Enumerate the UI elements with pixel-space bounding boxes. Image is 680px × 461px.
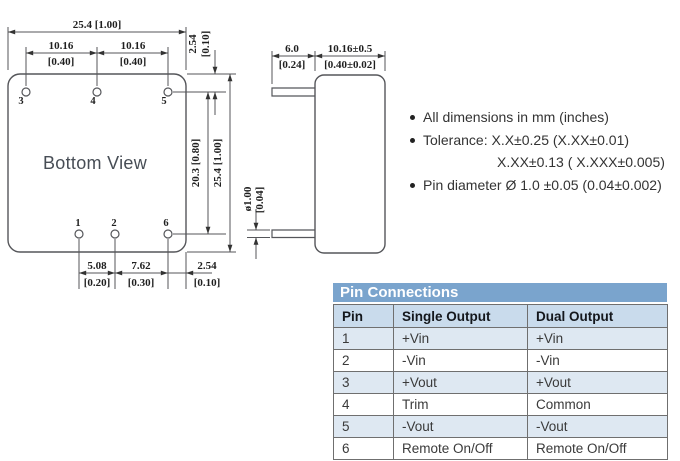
dim-pitch-b-mm: 10.16	[121, 40, 146, 52]
dimension-lines	[7, 27, 236, 289]
pin-label-5: 5	[161, 96, 166, 107]
dim-pin-len-mm: 6.0	[285, 43, 299, 55]
table-row: 2 -Vin -Vin	[333, 349, 668, 372]
table-row: 5 -Vout -Vout	[333, 415, 668, 438]
note-text: X.XX±0.13 ( X.XXX±0.005)	[497, 154, 665, 170]
table-row: 1 +Vin +Vin	[333, 327, 668, 350]
note-pin-diameter: Pin diameter Ø 1.0 ±0.05 (0.04±0.002)	[400, 174, 680, 197]
dim-height-right: 25.4 [1.00]	[212, 139, 224, 188]
note-dimensions: All dimensions in mm (inches)	[400, 106, 680, 129]
side-view-dimension-lines	[247, 51, 386, 259]
dim-pin-span: 20.3 [0.80]	[190, 139, 202, 188]
note-tolerance: Tolerance: X.X±0.25 (X.XX±0.01)	[400, 129, 680, 152]
table-row: 3 +Vout +Vout	[333, 371, 668, 394]
column-header-dual-output: Dual Output	[527, 304, 668, 328]
pin-label-4: 4	[90, 96, 96, 107]
dim-pin-len-in: [0.24]	[279, 59, 306, 71]
cell-dual: -Vout	[527, 415, 668, 438]
cell-single: -Vout	[393, 415, 528, 438]
dim-bot-c-in: [0.10]	[194, 277, 221, 289]
note-text: Tolerance: X.X±0.25 (X.XX±0.01)	[423, 131, 630, 148]
pin-connections-title: Pin Connections	[333, 283, 667, 302]
dim-body-mm: 10.16±0.5	[328, 43, 373, 55]
bullet-icon	[410, 115, 415, 120]
package-outline-side-view	[314, 74, 386, 254]
pin-label-1: 1	[75, 218, 80, 229]
cell-dual: -Vin	[527, 349, 668, 372]
table-header-row: Pin Single Output Dual Output	[333, 304, 668, 328]
dim-bot-a-mm: 5.08	[87, 260, 107, 272]
table-row: 6 Remote On/Off Remote On/Off	[333, 437, 668, 460]
column-header-single-output: Single Output	[393, 304, 528, 328]
dim-bot-b-in: [0.30]	[128, 277, 155, 289]
bullet-icon	[410, 182, 415, 188]
cell-pin: 4	[333, 393, 394, 416]
dim-bot-a-in: [0.20]	[84, 277, 111, 289]
dim-top-offset-mm: 2.54	[187, 34, 199, 54]
notes-list: All dimensions in mm (inches) Tolerance:…	[400, 106, 680, 196]
cell-pin: 6	[333, 437, 394, 460]
cell-dual: +Vin	[527, 327, 668, 350]
dim-pitch-b-in: [0.40]	[120, 56, 147, 68]
cell-dual: Remote On/Off	[527, 437, 668, 460]
pin-label-6: 6	[163, 218, 168, 229]
dim-width-top: 25.4 [1.00]	[73, 19, 122, 31]
bottom-view-label: Bottom View	[43, 153, 148, 173]
dim-pitch-a-mm: 10.16	[49, 40, 74, 52]
side-view-pins	[271, 87, 315, 239]
cell-pin: 3	[333, 371, 394, 394]
dim-top-offset-in: [0.10]	[200, 31, 212, 58]
cell-pin: 1	[333, 327, 394, 350]
pin-connections-grid: Pin Single Output Dual Output 1 +Vin +Vi…	[333, 304, 668, 460]
column-header-pin: Pin	[333, 304, 394, 328]
pin-label-2: 2	[111, 218, 116, 229]
dim-pin-dia-mm: ø1.00	[242, 186, 254, 211]
table-row: 4 Trim Common	[333, 393, 668, 416]
cell-single: Remote On/Off	[393, 437, 528, 460]
bullet-icon	[410, 137, 415, 143]
cell-single: Trim	[393, 393, 528, 416]
note-text: Pin diameter Ø 1.0 ±0.05 (0.04±0.002)	[423, 176, 662, 193]
pin-circles	[21, 87, 173, 239]
bottom-view-drawing	[7, 27, 236, 289]
note-tolerance-line2: X.XX±0.13 ( X.XXX±0.005)	[400, 151, 680, 174]
cell-dual: +Vout	[527, 371, 668, 394]
pin-label-3: 3	[18, 96, 23, 107]
dim-bot-c-mm: 2.54	[197, 260, 217, 272]
note-text: All dimensions in mm (inches)	[423, 109, 609, 125]
cell-single: -Vin	[393, 349, 528, 372]
cell-pin: 5	[333, 415, 394, 438]
cell-single: +Vin	[393, 327, 528, 350]
pin-connections-table: Pin Connections Pin Single Output Dual O…	[333, 283, 668, 460]
dim-pitch-a-in: [0.40]	[48, 56, 75, 68]
side-view-drawing	[247, 51, 386, 259]
dim-bot-b-mm: 7.62	[131, 260, 151, 272]
dim-body-in: [0.40±0.02]	[324, 59, 376, 71]
cell-single: +Vout	[393, 371, 528, 394]
cell-dual: Common	[527, 393, 668, 416]
cell-pin: 2	[333, 349, 394, 372]
dim-pin-dia-in: [0.04]	[254, 187, 266, 214]
